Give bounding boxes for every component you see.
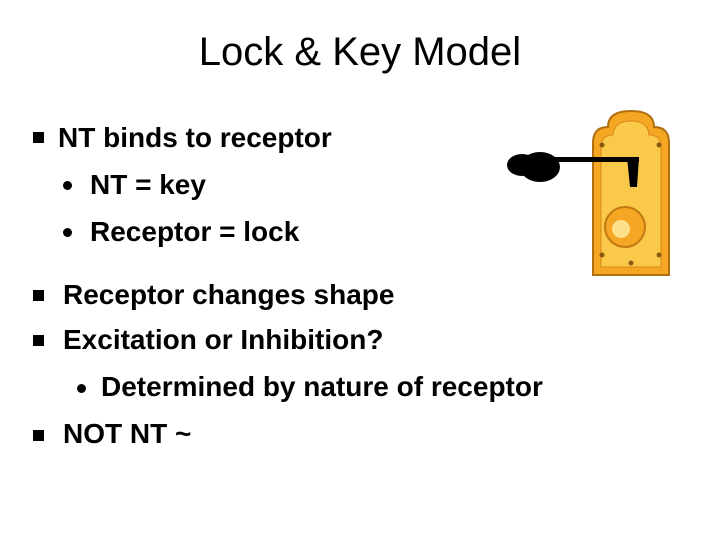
slide-title: Lock & Key Model [198, 30, 522, 74]
bullet-text: NOT NT ~ [63, 418, 192, 449]
bullet-text: Excitation or Inhibition? [63, 324, 384, 355]
bullet-text: Receptor changes shape [63, 279, 395, 310]
square-bullet-icon [33, 430, 44, 441]
round-bullet-icon [63, 228, 72, 237]
bullet-text: NT binds to receptor [58, 122, 332, 153]
round-bullet-icon [63, 181, 72, 190]
square-bullet-icon [33, 290, 44, 301]
sub-bullet-text: Determined by nature of receptor [101, 371, 543, 402]
round-bullet-icon [77, 384, 86, 393]
square-bullet-icon [33, 132, 44, 143]
square-bullet-icon [33, 335, 44, 346]
sub-bullet-text: Receptor = lock [90, 216, 300, 247]
door-lock-with-key-icon [507, 109, 670, 276]
sub-bullet-text: NT = key [90, 169, 206, 200]
